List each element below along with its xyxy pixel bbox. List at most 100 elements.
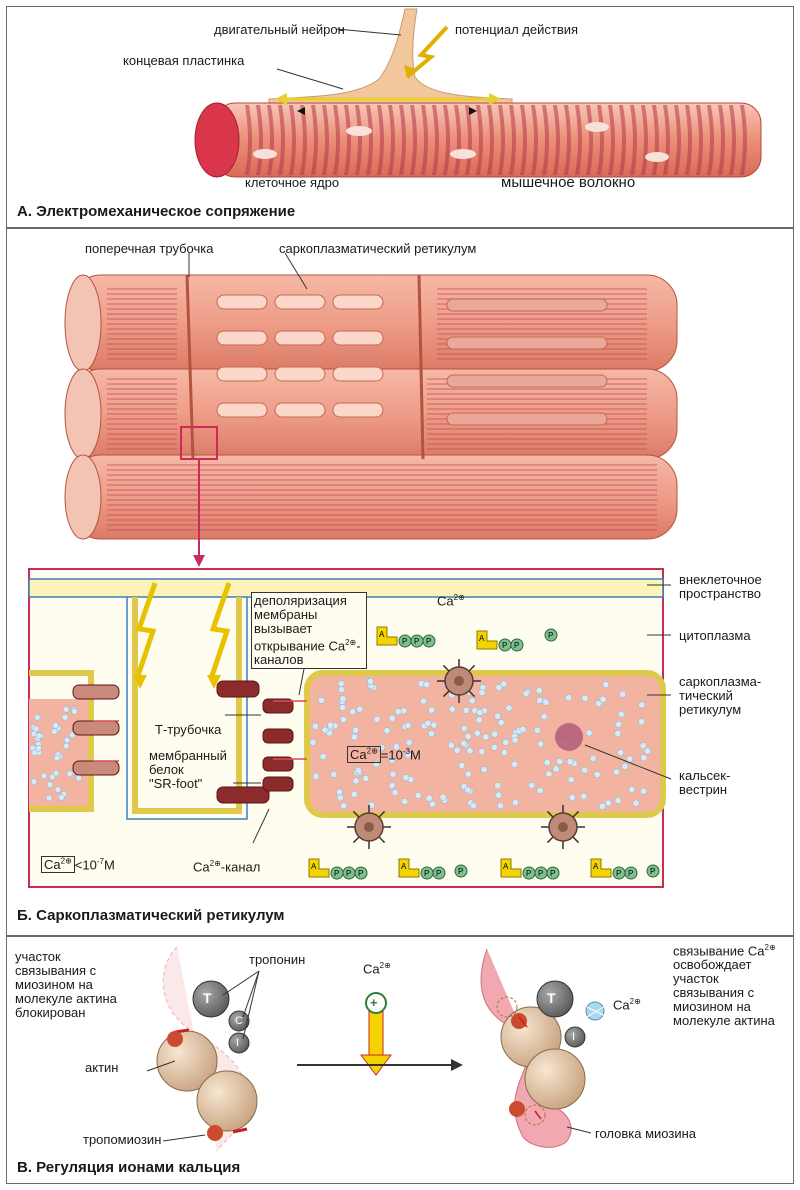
panel-a-title: А. Электромеханическое сопряжение	[17, 203, 296, 220]
calcium-ion	[505, 704, 513, 712]
calcium-ion	[350, 733, 358, 741]
calcium-ion	[458, 761, 466, 769]
sr-tubule	[446, 374, 608, 388]
striation	[531, 105, 538, 175]
pump-spike	[546, 810, 554, 818]
label-myosin-head: головка миозина	[595, 1126, 696, 1141]
striation	[443, 105, 450, 175]
striation	[289, 105, 296, 175]
calcium-ion	[478, 689, 486, 697]
calcium-ion	[330, 770, 338, 778]
calcium-ion	[352, 777, 360, 785]
striation	[509, 105, 516, 175]
calcium-ion	[424, 719, 432, 727]
calcium-ion	[339, 715, 347, 723]
label-tropomyosin: тропомиозин	[83, 1132, 162, 1147]
myofibril-bottom	[70, 454, 678, 540]
calcium-ion	[51, 728, 58, 735]
striation	[377, 105, 384, 175]
pump-center	[558, 822, 568, 832]
plus-label: +	[370, 995, 378, 1010]
adenosine-label: A	[379, 630, 385, 639]
calcium-ion	[392, 743, 400, 751]
calcium-ion	[565, 694, 573, 702]
calcium-ion	[394, 708, 402, 716]
calcium-ion	[404, 721, 412, 729]
calcium-ion	[490, 743, 498, 751]
calcium-ion	[464, 770, 472, 778]
striation	[498, 105, 505, 175]
calcium-ion	[335, 788, 343, 796]
calcium-ion	[430, 721, 438, 729]
phosphate-label: P	[548, 631, 553, 640]
calcium-ion	[339, 703, 347, 711]
striation	[586, 105, 593, 175]
calcium-ion	[372, 760, 380, 768]
striation	[718, 105, 725, 175]
calcium-ion	[336, 794, 344, 802]
adenosine-label: A	[311, 862, 317, 871]
calcium-ion	[378, 743, 386, 751]
phosphate-label: P	[538, 869, 543, 878]
calcium-ion	[52, 769, 60, 777]
calcium-ion	[619, 690, 627, 698]
calcium-ion	[349, 708, 357, 716]
calcium-ion	[460, 739, 468, 747]
label-cell-nucleus: клеточное ядро	[245, 175, 340, 190]
calcium-ion	[478, 748, 486, 756]
sr-tubule	[446, 412, 608, 426]
label-ca-ion-zoom: Ca2⊕	[437, 593, 465, 609]
calcium-ion	[356, 705, 364, 713]
calcium-ion	[388, 714, 396, 722]
calcium-pump	[541, 805, 585, 849]
adenosine-shape	[398, 858, 420, 878]
striation	[311, 105, 318, 175]
calcium-ion	[640, 754, 648, 762]
calcium-ion	[593, 771, 601, 779]
calcium-ion	[362, 774, 370, 782]
calcium-ion	[632, 799, 640, 807]
calcium-ion	[354, 766, 362, 774]
calcium-ion	[58, 793, 65, 801]
calcium-ion	[567, 776, 575, 784]
calcium-ion	[63, 736, 71, 744]
sr-tubule	[216, 330, 268, 346]
phosphate	[510, 638, 524, 652]
free-phosphate	[544, 628, 558, 642]
striation	[388, 105, 395, 175]
calcium-ion	[527, 781, 535, 789]
sr-tubule	[332, 402, 384, 418]
calcium-ion	[339, 695, 347, 703]
calcium-ion	[405, 738, 413, 746]
troponin-i-label-right: I	[572, 1031, 576, 1043]
calcium-ion	[30, 778, 38, 785]
free-phosphate	[646, 864, 660, 878]
calcium-ion	[540, 712, 548, 720]
label-membrane-protein: мембранный белок	[149, 748, 227, 777]
striation	[366, 105, 373, 175]
label-sr-foot: "SR-foot"	[149, 776, 203, 791]
sr-tubule	[446, 298, 608, 312]
phosphate-label: P	[334, 869, 339, 878]
calcium-ion	[388, 782, 396, 790]
phosphate-label: P	[628, 869, 633, 878]
pump-spike	[352, 836, 360, 844]
calcium-ion	[404, 751, 412, 759]
pump-center	[364, 822, 374, 832]
striation	[674, 105, 681, 175]
label-action-potential: потенциал действия	[455, 22, 579, 37]
calsequestrin	[555, 723, 583, 751]
troponin-c-label: C	[235, 1015, 243, 1027]
phosphate	[624, 866, 638, 880]
troponin-t	[192, 980, 230, 1018]
calcium-ion	[589, 754, 597, 762]
phosphate-label: P	[436, 869, 441, 878]
label-cytoplasm: цитоплазма	[679, 628, 751, 643]
sr-tubule	[274, 294, 326, 310]
calcium-ion	[32, 725, 40, 733]
troponin-t-label-right: T	[547, 990, 556, 1006]
calcium-ion	[337, 686, 345, 694]
